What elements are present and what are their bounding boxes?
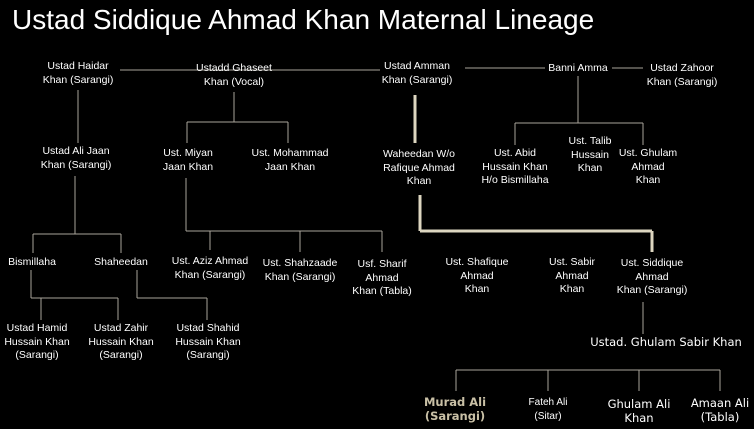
- person-aziz-ahmad-khan: Ust. Aziz Ahmad Khan (Sarangi): [171, 255, 249, 281]
- person-shahzaade-khan: Ust. Shahzaade Khan (Sarangi): [262, 257, 338, 283]
- person-amaan-ali: Amaan Ali (Tabla): [690, 396, 750, 424]
- person-shafique-ahmad-khan: Ust. Shafique Ahmad Khan: [445, 256, 509, 295]
- person-haidar-khan: Ustad Haidar Khan (Sarangi): [42, 60, 114, 86]
- person-sabir-ahmad-khan: Ust. Sabir Ahmad Khan: [548, 256, 596, 295]
- person-sharif-ahmad-khan: Usf. Sharif Ahmad Khan (Tabla): [352, 258, 412, 297]
- person-ghulam-ali-khan: Ghulam Ali Khan: [607, 397, 671, 425]
- person-waheedan: Waheedan W/o Rafique Ahmad Khan: [383, 148, 455, 187]
- person-ali-jaan-khan: Ustad Ali Jaan Khan (Sarangi): [40, 145, 112, 171]
- person-abid-hussain-khan: Ust. Abid Hussain Khan H/o Bismillaha: [481, 147, 549, 186]
- person-murad-ali: Murad Ali (Sarangi): [423, 395, 487, 423]
- person-banni-amma: Banni Amma: [548, 62, 608, 74]
- person-hamid-hussain-khan: Ustad Hamid Hussain Khan (Sarangi): [4, 322, 70, 361]
- person-ghaseet-khan: Ustadd Ghaseet Khan (Vocal): [196, 62, 272, 88]
- person-ghulam-ahmad-khan: Ust. Ghulam Ahmad Khan: [618, 147, 678, 186]
- person-shahid-hussain-khan: Ustad Shahid Hussain Khan (Sarangi): [175, 322, 241, 361]
- person-miyan-jaan-khan: Ust. Miyan Jaan Khan: [162, 147, 214, 173]
- person-siddique-ahmad-khan: Ust. Siddique Ahmad Khan (Sarangi): [616, 257, 688, 296]
- person-zahoor-khan: Ustad Zahoor Khan (Sarangi): [646, 62, 718, 88]
- person-amman-khan: Ustad Amman Khan (Sarangi): [381, 60, 453, 86]
- chart-title: Ustad Siddique Ahmad Khan Maternal Linea…: [12, 4, 595, 35]
- person-shaheedan: Shaheedan: [94, 256, 148, 268]
- person-ghulam-sabir-khan: Ustad. Ghulam Sabir Khan: [590, 335, 742, 349]
- person-mohammad-jaan-khan: Ust. Mohammad Jaan Khan: [251, 147, 329, 173]
- person-zahir-hussain-khan: Ustad Zahir Hussain Khan (Sarangi): [88, 322, 154, 361]
- person-bismillaha: Bismillaha: [8, 256, 56, 268]
- person-talib-hussain-khan: Ust. Talib Hussain Khan: [568, 135, 612, 174]
- person-fateh-ali: Fateh Ali (Sitar): [528, 397, 568, 422]
